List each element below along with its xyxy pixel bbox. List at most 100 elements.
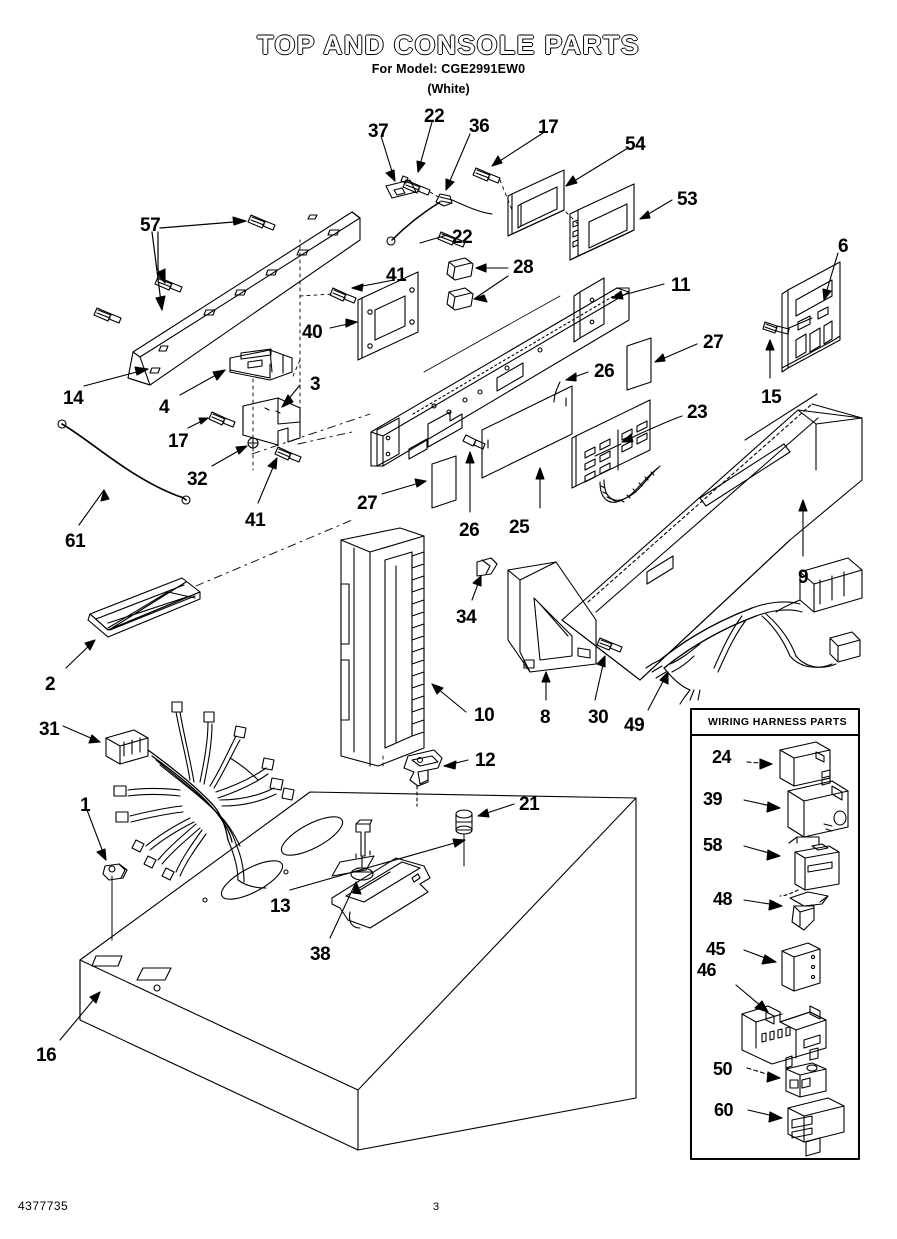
- part-40-plate: [357, 271, 419, 361]
- callout-21: 21: [519, 794, 540, 815]
- screw-41a: [329, 287, 357, 304]
- callout-3: 3: [310, 374, 321, 395]
- leader-15: [765, 339, 775, 379]
- leader-23: [621, 415, 683, 443]
- callout-26: 26: [594, 361, 615, 382]
- leader-10: [431, 683, 467, 713]
- leader-17a: [491, 132, 544, 167]
- callout-32: 32: [187, 469, 208, 490]
- leader-53: [639, 199, 673, 220]
- screw-22a: [400, 175, 431, 196]
- harness-callout-48: 48: [713, 889, 733, 909]
- leader-h48: [743, 899, 783, 911]
- leader-40: [329, 318, 358, 329]
- part-1-ground-clip: [102, 863, 128, 941]
- leader-34: [471, 575, 482, 601]
- callout-28: 28: [513, 257, 534, 278]
- callout-30: 30: [588, 707, 609, 728]
- callout-22-second: 22: [452, 227, 473, 248]
- callout-41: 41: [386, 265, 407, 286]
- harness-part-46: [741, 1005, 827, 1069]
- harness-callout-58: 58: [703, 835, 723, 855]
- callout-1: 1: [80, 795, 91, 816]
- page-title: TOP AND CONSOLE PARTS: [257, 30, 640, 60]
- leader-28: [473, 263, 509, 303]
- screw-17a: [472, 167, 501, 184]
- leader-26a: [553, 371, 589, 403]
- part-49-harness: [645, 557, 863, 705]
- part-12-clip: [403, 749, 443, 807]
- part-8-end-cap: [507, 561, 597, 673]
- leader-13: [289, 838, 466, 891]
- harness-callout-45: 45: [706, 939, 726, 959]
- callout-17: 17: [538, 117, 559, 138]
- part-11-console-frame: [370, 277, 630, 467]
- harness-part-45: [781, 942, 821, 992]
- screw-17b: [208, 411, 236, 428]
- harness-part-60: [787, 1097, 845, 1157]
- color-note: (White): [427, 82, 470, 96]
- leader-2: [65, 639, 96, 669]
- harness-part-48: [789, 891, 829, 931]
- leader-38: [329, 881, 362, 939]
- callout-4: 4: [159, 397, 170, 418]
- part-38-screw: [350, 819, 374, 881]
- leader-h39: [743, 799, 781, 813]
- callout-61: 61: [65, 531, 86, 552]
- leader-4: [179, 369, 226, 396]
- leader-h46: [735, 984, 769, 1013]
- callout-27-second: 27: [357, 493, 378, 514]
- harness-callout-39: 39: [703, 789, 723, 809]
- leader-37: [380, 135, 396, 182]
- callout-14: 14: [63, 388, 84, 409]
- leader-h60: [747, 1109, 783, 1123]
- callout-37: 37: [368, 121, 389, 142]
- harness-part-58: [779, 836, 840, 897]
- part-27-label-a: [626, 337, 652, 391]
- harness-callout-24: 24: [712, 747, 732, 767]
- leader-36: [445, 133, 471, 191]
- part-32-nut: [247, 437, 259, 449]
- screw-26b: [462, 434, 486, 450]
- leader-h58: [743, 845, 781, 861]
- callout-12: 12: [475, 750, 496, 771]
- callout-53: 53: [677, 189, 698, 210]
- screw-15: [762, 317, 813, 335]
- leader-12: [443, 759, 469, 770]
- leader-27a: [654, 343, 698, 363]
- part-27-label-b: [431, 455, 457, 509]
- leader-8: [541, 671, 551, 701]
- part-6-terminal-block: [781, 261, 841, 373]
- part-16-main-top: [79, 791, 637, 1151]
- leader-22a: [416, 121, 433, 173]
- leader-6: [822, 252, 839, 301]
- screw-57c: [93, 307, 122, 324]
- leader-31: [62, 725, 101, 744]
- screw-57b: [154, 276, 183, 293]
- harness-callout-46: 46: [697, 960, 717, 980]
- footer-part-number: 4377735: [18, 1199, 69, 1213]
- callout-26-second: 26: [459, 520, 480, 541]
- callout-11: 11: [671, 275, 691, 296]
- part-54-bezel: [507, 169, 565, 237]
- leader-41a: [351, 279, 395, 292]
- callout-40: 40: [302, 322, 323, 343]
- leader-41b: [257, 457, 278, 504]
- part-10-frame: [340, 527, 425, 767]
- leader-21: [477, 803, 515, 818]
- callout-10: 10: [474, 705, 495, 726]
- wire-36: [386, 199, 493, 246]
- callout-16: 16: [36, 1045, 57, 1066]
- callout-17-second: 17: [168, 431, 189, 452]
- callout-2: 2: [45, 674, 56, 695]
- leader-14: [83, 366, 149, 387]
- callout-13: 13: [270, 896, 291, 917]
- callout-41-second: 41: [245, 510, 266, 531]
- part-61-wire: [57, 419, 191, 505]
- leader-49: [647, 671, 669, 711]
- part-34-clip: [476, 557, 498, 577]
- part-28-knob-a: [446, 257, 474, 281]
- part-2-cover: [87, 577, 201, 638]
